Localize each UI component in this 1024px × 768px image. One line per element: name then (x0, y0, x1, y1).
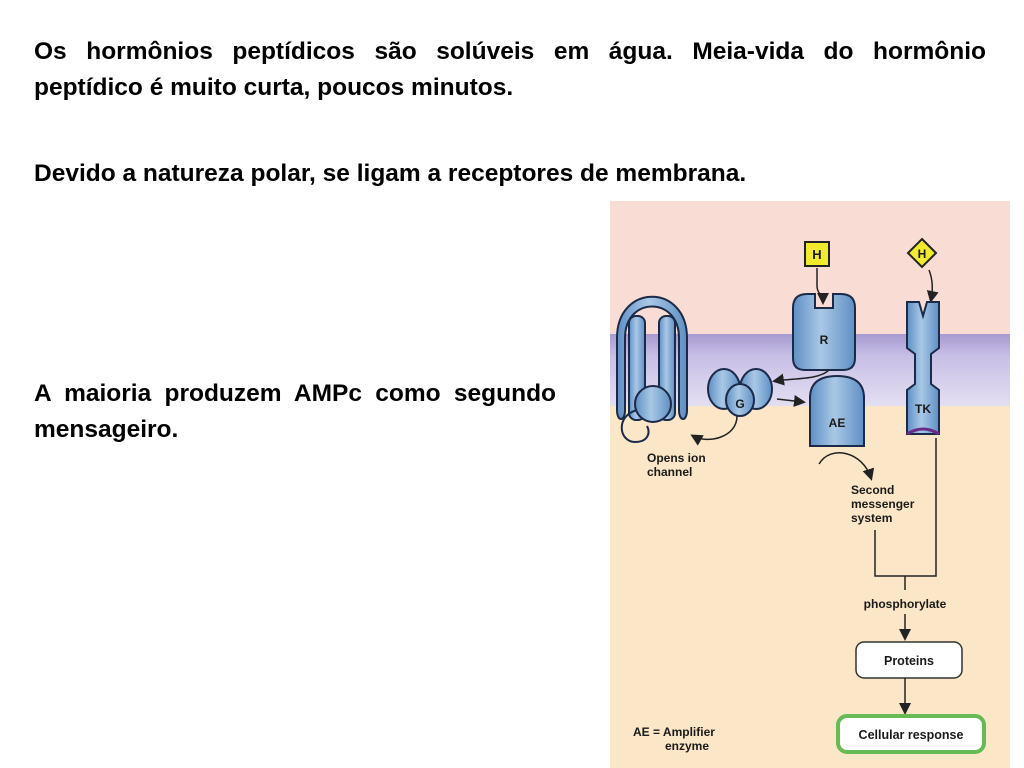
tyrosine-kinase-receptor: TK (906, 301, 940, 436)
hormone-square: H (804, 241, 830, 267)
ae-label: AE (829, 416, 846, 430)
hormone-diamond: H (906, 237, 938, 269)
cellular-response-label: Cellular response (859, 728, 964, 742)
arrow-g-to-channel (690, 415, 738, 446)
second-messenger-line3: system (851, 511, 892, 525)
second-messenger-line1: Second (851, 483, 894, 497)
receptor-label: R (820, 333, 829, 347)
ion-channel (616, 295, 688, 444)
legend-line1: AE = Amplifier (633, 725, 715, 739)
cytoplasm-region (610, 406, 1010, 768)
arrow-hormone-to-receptor (816, 268, 829, 305)
hormone-square-label: H (812, 247, 821, 262)
intro-paragraph: Os hormônios peptídicos são solúveis em … (34, 38, 986, 101)
second-messenger-line2: messenger (851, 497, 915, 511)
arrow-receptor-to-g (772, 369, 830, 386)
receptor-diagram: G R H AE H TK Opens ion channel Second m… (607, 198, 1014, 768)
arrow-ae-to-second-messenger (818, 452, 875, 481)
phosphorylate-label: phosphorylate (864, 597, 947, 611)
g-protein: G (707, 368, 773, 417)
camp-paragraph: A maioria produzem AMPc como segundo men… (34, 380, 556, 443)
legend-line2: enzyme (665, 739, 709, 753)
connector-lines (874, 438, 937, 590)
tk-label: TK (915, 402, 931, 416)
arrow-g-to-ae (776, 395, 806, 407)
opens-ion-label-line2: channel (647, 465, 692, 479)
g-protein-label: G (735, 397, 744, 411)
proteins-box (855, 641, 963, 679)
opens-ion-label-line1: Opens ion (647, 451, 706, 465)
amplifier-enzyme: AE (809, 374, 865, 447)
polar-nature-paragraph: Devido a natureza polar, se ligam a rece… (34, 160, 747, 187)
arrow-hormone-to-tk (926, 269, 939, 303)
cellular-response-box (836, 714, 986, 754)
proteins-label: Proteins (884, 654, 934, 668)
hormone-diamond-label: H (918, 247, 927, 261)
receptor-r: R (792, 293, 856, 371)
